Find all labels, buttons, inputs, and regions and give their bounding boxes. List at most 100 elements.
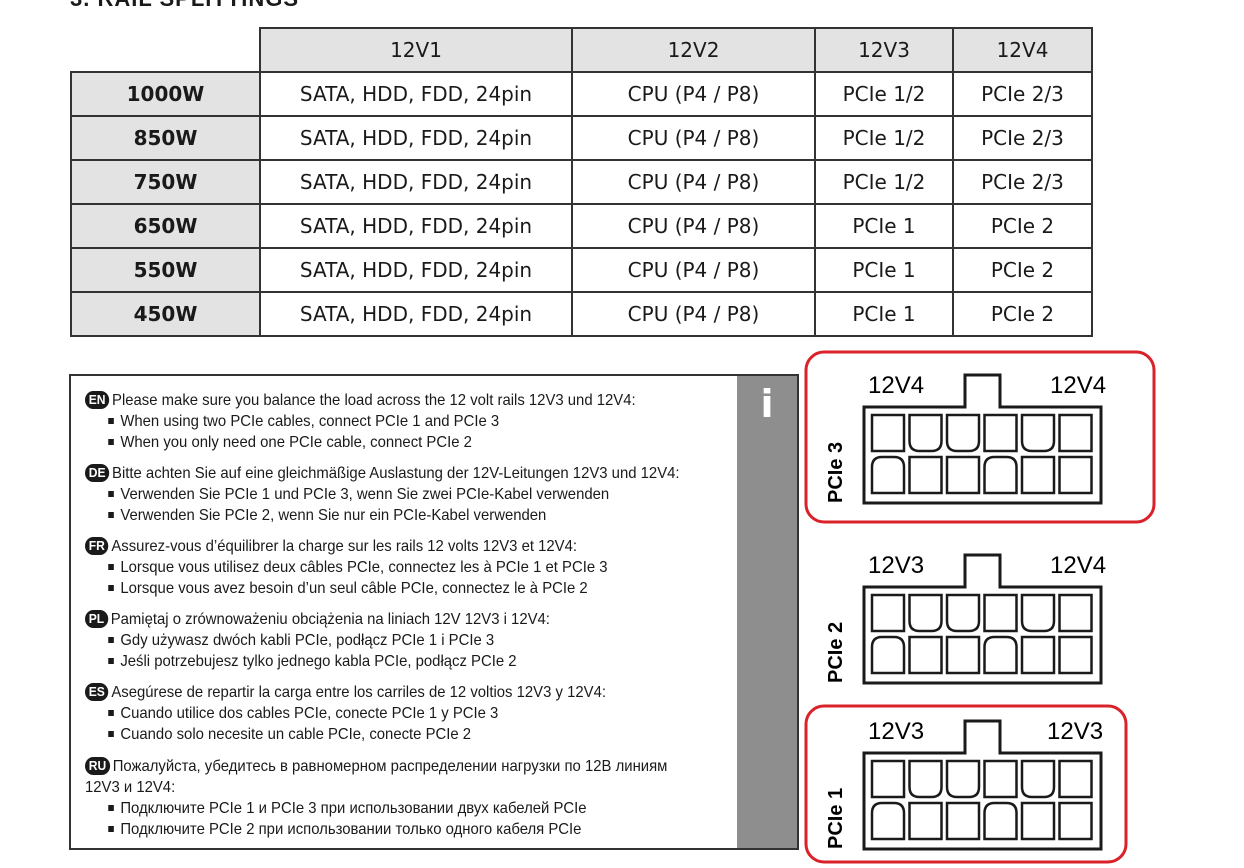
ru-flag-badge: RU	[85, 757, 110, 775]
connector-pin	[1058, 635, 1093, 675]
connector-pin	[1058, 801, 1093, 841]
table-cell: PCIe 2/3	[952, 159, 1093, 205]
connector-pin	[945, 593, 981, 633]
column-header: 12V1	[259, 27, 573, 73]
connector-pin	[1058, 455, 1093, 495]
table-row: 650W SATA, HDD, FDD, 24pin CPU (P4 / P8)…	[70, 203, 1093, 249]
note-text: Asegúrese de repartir la carga entre los…	[111, 684, 606, 701]
table-cell: PCIe 1/2	[814, 159, 954, 205]
connector-pin	[945, 455, 981, 495]
connector-label: PCIe 1	[825, 788, 847, 849]
pcie-connector-diagrams: 12V4 12V4 PCIe 3 12V3 12V4 PCIe 2 12V3 1…	[804, 350, 1156, 864]
table-row: 550W SATA, HDD, FDD, 24pin CPU (P4 / P8)…	[70, 247, 1093, 293]
connector-pin	[1020, 455, 1056, 495]
connector-pin	[945, 635, 981, 675]
connector-pcie3: 12V4 12V4 PCIe 3	[825, 372, 1106, 505]
table-cell: PCIe 2	[952, 291, 1093, 337]
note-bullet: Подключите PCIe 2 при использовании толь…	[85, 819, 680, 840]
table-corner	[71, 28, 260, 72]
connector-pin	[1020, 801, 1056, 841]
rail-label: 12V3	[868, 718, 924, 745]
table-row: 1000W SATA, HDD, FDD, 24pin CPU (P4 / P8…	[70, 71, 1093, 117]
table-cell: SATA, HDD, FDD, 24pin	[259, 71, 573, 117]
note-bullet: Verwenden Sie PCIe 1 und PCIe 3, wenn Si…	[85, 484, 680, 505]
table-cell: PCIe 2/3	[952, 115, 1093, 161]
connector-label: PCIe 3	[825, 442, 847, 503]
column-header: 12V2	[571, 27, 816, 73]
row-header: 650W	[70, 203, 261, 249]
en-flag-badge: EN	[85, 391, 110, 409]
connector-pin	[983, 801, 1018, 841]
rail-label: 12V4	[868, 372, 924, 399]
connector-pin	[870, 759, 906, 799]
table-cell: CPU (P4 / P8)	[571, 115, 816, 161]
connector-pin	[945, 801, 981, 841]
connector-pin	[1020, 413, 1056, 453]
table-cell: CPU (P4 / P8)	[571, 203, 816, 249]
note-bullet: Gdy używasz dwóch kabli PCIe, podłącz PC…	[85, 630, 680, 651]
note-bullet: Cuando solo necesite un cable PCIe, cone…	[85, 724, 680, 745]
connector-label: PCIe 2	[825, 622, 847, 683]
note-text: Bitte achten Sie auf eine gleichmäßige A…	[112, 465, 680, 482]
note-bullet: Lorsque vous avez besoin d’un seul câble…	[85, 578, 680, 599]
row-header: 850W	[70, 115, 261, 161]
table-cell: SATA, HDD, FDD, 24pin	[259, 203, 573, 249]
connector-pin	[908, 455, 943, 495]
row-header: 550W	[70, 247, 261, 293]
highlight-frame-pcie3	[804, 350, 1156, 524]
table-cell: CPU (P4 / P8)	[571, 247, 816, 293]
connector-pin	[870, 455, 906, 495]
connector-pin	[870, 413, 906, 453]
table-cell: PCIe 2/3	[952, 71, 1093, 117]
note-text: Assurez-vous d’équilibrer la charge sur …	[111, 538, 578, 555]
note-text: Pamiętaj o zrównoważeniu obciążenia na l…	[110, 611, 550, 628]
table-row: 850W SATA, HDD, FDD, 24pin CPU (P4 / P8)…	[70, 115, 1093, 161]
info-sidebar: i	[737, 376, 797, 848]
connector-pin	[908, 759, 943, 799]
connector-pcie2: 12V3 12V4 PCIe 2	[825, 552, 1106, 685]
column-header: 12V4	[952, 27, 1093, 73]
table-row: 450W SATA, HDD, FDD, 24pin CPU (P4 / P8)…	[70, 291, 1093, 337]
table-row: 750W SATA, HDD, FDD, 24pin CPU (P4 / P8)…	[70, 159, 1093, 205]
rail-label: 12V3	[1047, 718, 1103, 745]
connector-pin	[908, 413, 943, 453]
es-flag-badge: ES	[85, 683, 109, 701]
rail-splitting-table: 12V1 12V2 12V3 12V4 1000W SATA, HDD, FDD…	[70, 27, 1093, 337]
row-header: 450W	[70, 291, 261, 337]
table-cell: PCIe 2	[952, 247, 1093, 293]
note-bullet: Verwenden Sie PCIe 2, wenn Sie nur ein P…	[85, 505, 680, 526]
table-cell: CPU (P4 / P8)	[571, 291, 816, 337]
connector-pin	[1058, 593, 1093, 633]
connector-outline	[862, 553, 1103, 685]
connector-pin	[1020, 635, 1056, 675]
connector-pin	[945, 759, 981, 799]
connector-pin	[983, 413, 1018, 453]
connector-pin	[870, 635, 906, 675]
connector-pin	[1058, 413, 1093, 453]
connector-pin	[908, 801, 943, 841]
rail-label: 12V4	[1050, 372, 1106, 399]
note-bullet: When you only need one PCIe cable, conne…	[85, 432, 680, 453]
connector-pcie1: 12V3 12V3 PCIe 1	[825, 718, 1103, 851]
fr-flag-badge: FR	[85, 537, 109, 555]
note-text: Пожалуйста, убедитесь в равномерном расп…	[85, 758, 668, 796]
table-cell: SATA, HDD, FDD, 24pin	[259, 247, 573, 293]
table-cell: PCIe 1	[814, 203, 954, 249]
table-cell: PCIe 2	[952, 203, 1093, 249]
note-bullet: Lorsque vous utilisez deux câbles PCIe, …	[85, 557, 680, 578]
connector-pin	[1058, 759, 1093, 799]
note-bullet: Cuando utilice dos cables PCIe, conecte …	[85, 703, 680, 724]
table-cell: CPU (P4 / P8)	[571, 71, 816, 117]
connector-pin	[908, 593, 943, 633]
connector-outline	[862, 373, 1103, 505]
pl-flag-badge: PL	[85, 610, 108, 628]
table-cell: PCIe 1/2	[814, 115, 954, 161]
connector-pin	[983, 593, 1018, 633]
connector-pin	[870, 593, 906, 633]
